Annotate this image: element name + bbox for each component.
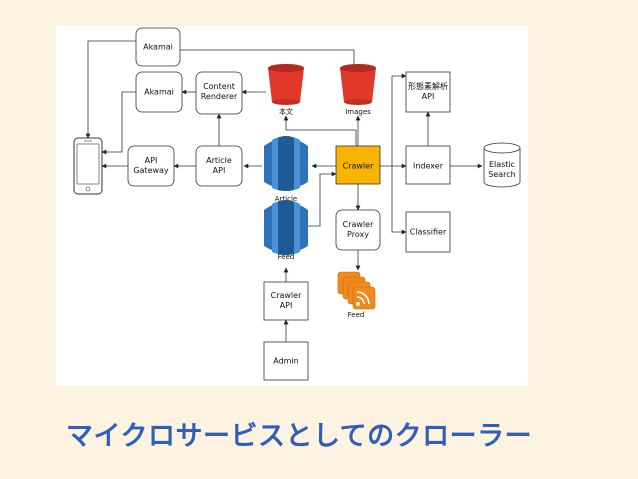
edge-crawler-to-honbun bbox=[283, 115, 357, 146]
bucket-images-label: Images bbox=[345, 108, 371, 116]
edge-crawler-to-classifier bbox=[391, 166, 407, 235]
architecture-diagram-panel: Akamai Akamai Content Renderer API Gatew… bbox=[56, 26, 528, 386]
content-renderer-label-line2: Renderer bbox=[201, 92, 238, 101]
node-keitaiso-api: 形態素解析 API bbox=[405, 71, 451, 113]
crawler-api-label-line2: API bbox=[280, 301, 293, 310]
connections bbox=[85, 40, 483, 342]
rss-feed-icon bbox=[337, 271, 376, 310]
api-gateway-label-line2: Gateway bbox=[133, 166, 169, 175]
node-admin: Admin bbox=[263, 341, 309, 381]
db-feed-icon bbox=[264, 200, 308, 255]
akamai-top-label: Akamai bbox=[143, 43, 173, 52]
edge-feeddb-to-crawler bbox=[308, 171, 337, 227]
crawler-proxy-label-line1: Crawler bbox=[343, 220, 374, 229]
edge-akamai-mid-to-phone bbox=[101, 91, 136, 155]
keitaiso-api-label-line2: API bbox=[422, 92, 435, 101]
slide-title: マイクロサービスとしてのクローラー bbox=[66, 421, 533, 452]
node-indexer: Indexer bbox=[405, 145, 451, 185]
edge-images-to-akamai-top bbox=[180, 49, 355, 64]
indexer-label: Indexer bbox=[413, 162, 444, 171]
smartphone-icon bbox=[73, 137, 103, 195]
crawler-api-label-line1: Crawler bbox=[271, 291, 302, 300]
crawler-proxy-label-line2: Proxy bbox=[347, 230, 369, 239]
node-elastic-search: Elastic Search bbox=[483, 142, 521, 188]
article-api-label-line1: Article bbox=[206, 156, 232, 165]
akamai-mid-label: Akamai bbox=[144, 88, 174, 97]
architecture-diagram: Akamai Akamai Content Renderer API Gatew… bbox=[73, 27, 521, 381]
feed-icons-label: Feed bbox=[348, 311, 365, 319]
node-content-renderer: Content Renderer bbox=[195, 71, 243, 115]
api-gateway-label-line1: API bbox=[145, 156, 158, 165]
node-article-api: Article API bbox=[195, 145, 243, 187]
db-feed-label: Feed bbox=[278, 253, 295, 261]
keitaiso-api-label-line1: 形態素解析 bbox=[408, 81, 448, 91]
node-akamai-top: Akamai bbox=[135, 27, 181, 67]
classifier-label: Classifier bbox=[410, 228, 447, 237]
db-article-label: Article bbox=[275, 195, 297, 203]
bucket-honbun-label: 本文 bbox=[279, 107, 293, 116]
elastic-search-label-line1: Elastic bbox=[489, 160, 515, 169]
bucket-images-icon bbox=[340, 64, 376, 105]
content-renderer-label-line1: Content bbox=[203, 82, 235, 91]
edge-crawler-to-keitaiso bbox=[391, 73, 407, 166]
node-crawler: Crawler bbox=[335, 145, 381, 185]
crawler-label: Crawler bbox=[343, 162, 374, 171]
node-classifier: Classifier bbox=[405, 211, 451, 253]
article-api-label-line2: API bbox=[213, 166, 226, 175]
node-api-gateway: API Gateway bbox=[127, 145, 175, 187]
elastic-search-label-line2: Search bbox=[488, 170, 515, 179]
db-article-icon bbox=[264, 136, 308, 191]
edge-akamai-top-to-phone bbox=[85, 40, 136, 139]
node-crawler-api: Crawler API bbox=[263, 281, 309, 321]
admin-label: Admin bbox=[273, 357, 299, 366]
bucket-honbun-icon bbox=[268, 64, 304, 105]
node-crawler-proxy: Crawler Proxy bbox=[335, 209, 381, 251]
node-akamai-mid: Akamai bbox=[135, 71, 183, 113]
